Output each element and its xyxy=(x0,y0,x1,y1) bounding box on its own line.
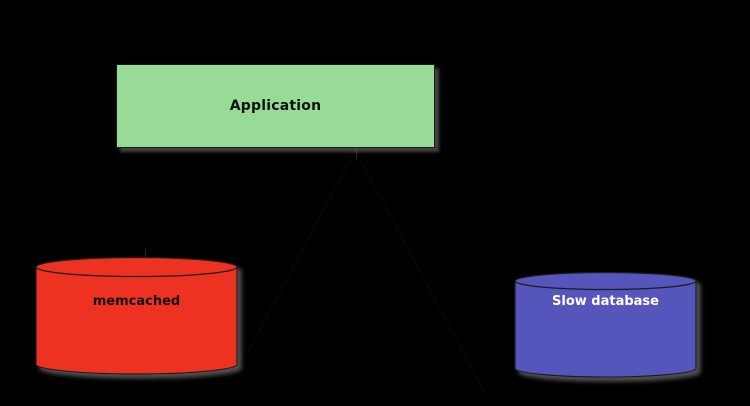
connector-app-to-memcached xyxy=(247,149,356,354)
memcached-cylinder-shape xyxy=(35,256,238,375)
connector-stub-memcached-top xyxy=(145,249,146,261)
slow-database-cylinder-shape xyxy=(514,271,697,378)
connector-stub-application-bottom xyxy=(356,148,357,159)
node-application-label: Application xyxy=(229,98,322,114)
connector-app-to-slow-database xyxy=(355,150,488,398)
node-slow-database[interactable]: Slow database xyxy=(514,271,697,378)
node-application[interactable]: Application xyxy=(116,64,435,148)
node-memcached[interactable]: memcached xyxy=(35,256,238,375)
